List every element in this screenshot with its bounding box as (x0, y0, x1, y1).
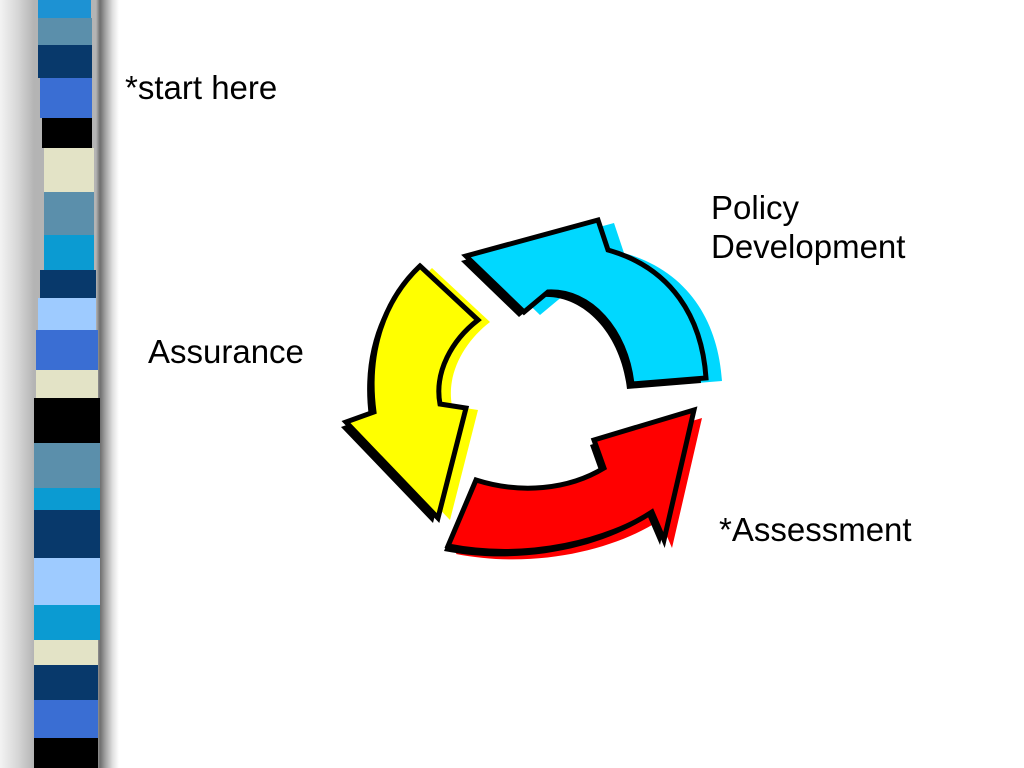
start-here-note: *start here (125, 69, 278, 106)
stripe-segment (34, 665, 98, 700)
stripe-segment (44, 192, 94, 235)
stripe-segment (34, 640, 98, 665)
stripe-segment (34, 488, 100, 510)
policy-development-arrow-body (461, 216, 709, 387)
stripe-segment (34, 700, 98, 738)
assessment-arrow-body (444, 406, 698, 554)
policy-development-label: Policy Development (711, 188, 905, 266)
stripe-segment (42, 118, 92, 148)
stripe-segment (38, 298, 96, 330)
stripe-segment (38, 0, 91, 18)
stripe-segment (44, 235, 94, 270)
stripe-segment (36, 330, 98, 370)
stripe-segment (34, 510, 100, 558)
stripe-segment (38, 45, 92, 78)
policy-development-arrow (461, 216, 722, 389)
stripe-segment (40, 270, 96, 298)
stripe-segment (34, 605, 100, 640)
stripe-segment (40, 78, 92, 118)
stripe-segment (44, 148, 94, 192)
assurance-label: Assurance (148, 333, 304, 370)
assessment-label: *Assessment (719, 511, 912, 548)
stripe-segment (34, 443, 100, 488)
stripe-segment (34, 398, 100, 443)
stripe-segment (34, 558, 100, 605)
decorative-stripe (0, 0, 120, 768)
stripe-segment (36, 370, 98, 398)
assurance-arrow (341, 262, 490, 523)
assessment-arrow (444, 406, 702, 560)
stripe-segment (34, 738, 98, 768)
assurance-arrow-body (341, 262, 482, 523)
policy-development-label-line-1: Policy (711, 189, 800, 226)
policy-development-label-line-2: Development (711, 228, 906, 265)
stripe-segment (38, 18, 92, 45)
